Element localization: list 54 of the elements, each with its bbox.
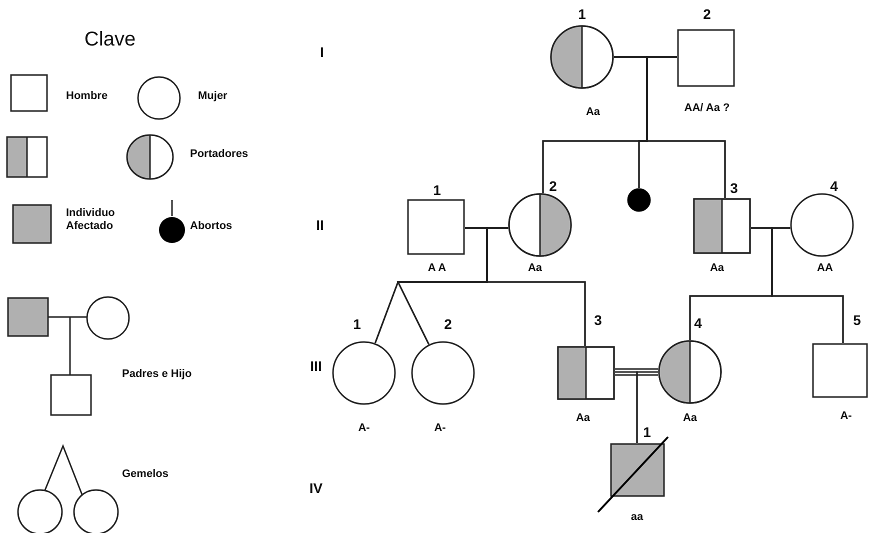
genotype-label: A- bbox=[434, 422, 446, 434]
descent-line bbox=[636, 371, 658, 443]
male-symbol bbox=[812, 343, 868, 398]
individual-number: 3 bbox=[594, 312, 602, 328]
female-symbol bbox=[550, 25, 614, 89]
generation-label: II bbox=[316, 217, 324, 233]
female-symbol bbox=[411, 341, 475, 405]
genotype-label: Aa bbox=[710, 262, 724, 274]
genotype-label: Aa bbox=[576, 412, 590, 424]
generation-label: III bbox=[310, 358, 322, 374]
individual-number: 4 bbox=[694, 315, 702, 331]
individual-number: 1 bbox=[433, 182, 441, 198]
individual-number: 1 bbox=[578, 6, 586, 22]
descent-line bbox=[486, 227, 586, 346]
descent-line bbox=[646, 56, 726, 198]
legend-label: Individuo Afectado bbox=[66, 207, 116, 233]
genotype-label: A- bbox=[358, 422, 370, 434]
male-symbol bbox=[693, 198, 751, 254]
individual-number: 2 bbox=[549, 178, 557, 194]
male-symbol bbox=[407, 199, 465, 255]
male-symbol bbox=[677, 29, 735, 87]
descent-line bbox=[771, 227, 844, 343]
individual-number: 5 bbox=[853, 312, 861, 328]
individual-number: 2 bbox=[703, 6, 711, 22]
legend-label: Padres e Hijo bbox=[122, 368, 192, 381]
individual-number: 2 bbox=[444, 316, 452, 332]
individual-number: 1 bbox=[353, 316, 361, 332]
female-symbol bbox=[790, 193, 854, 257]
genotype-label: Aa bbox=[682, 412, 698, 424]
genotype-label: AA bbox=[817, 262, 833, 274]
generation-label: I bbox=[320, 44, 324, 60]
consanguinity-line bbox=[614, 368, 659, 376]
female-symbol bbox=[658, 340, 722, 404]
male-symbol bbox=[610, 443, 665, 497]
genotype-label: Aa bbox=[586, 106, 600, 118]
legend-label: Mujer bbox=[198, 90, 228, 103]
male-symbol bbox=[557, 346, 615, 400]
miscarriage-symbol bbox=[627, 188, 651, 212]
genotype-label: AA/ Aa ? bbox=[684, 102, 730, 114]
legend-label: Gemelos bbox=[122, 468, 168, 481]
genotype-label: aa bbox=[630, 511, 644, 523]
legend-label: Portadores bbox=[190, 148, 248, 161]
female-symbol bbox=[332, 341, 396, 405]
legend-title: Clave bbox=[84, 28, 136, 52]
individual-number: 1 bbox=[643, 424, 651, 440]
individual-number: 4 bbox=[830, 178, 838, 194]
genotype-label: A A bbox=[428, 262, 446, 274]
individual-number: 3 bbox=[730, 180, 738, 196]
genotype-label: Aa bbox=[528, 262, 542, 274]
generation-label: IV bbox=[309, 480, 323, 496]
female-symbol bbox=[508, 193, 572, 257]
legend-label: Hombre bbox=[66, 90, 108, 103]
genotype-label: A- bbox=[840, 410, 852, 422]
legend-label: Abortos bbox=[190, 220, 232, 233]
